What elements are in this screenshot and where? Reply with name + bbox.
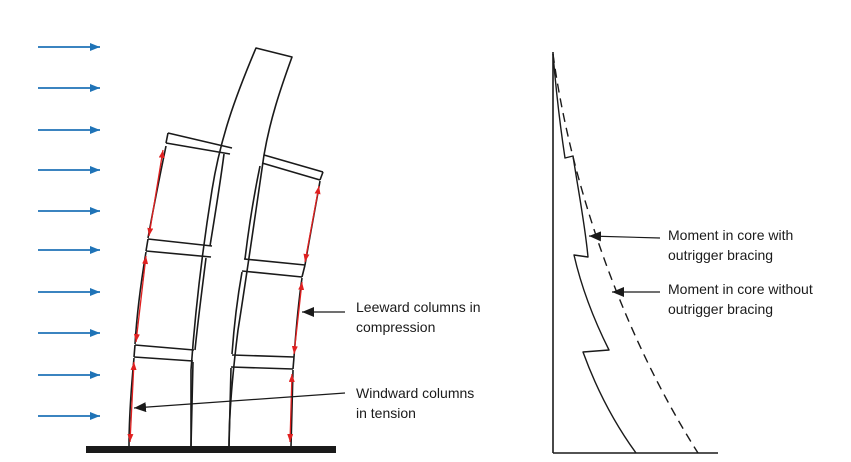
moment-with-label-line1: Moment in core with xyxy=(668,227,793,243)
windward-bay-lower xyxy=(128,357,194,448)
leeward-force-arrow xyxy=(291,281,305,355)
leeward-bay-lower xyxy=(228,367,294,448)
windward-label-line1: Windward columns xyxy=(356,385,474,401)
windward-bay-upper xyxy=(147,145,225,247)
moment-without-label: Moment in core without outrigger bracing xyxy=(668,281,817,317)
windward-force-arrow xyxy=(127,361,137,443)
outrigger-mid-ends xyxy=(145,238,306,278)
leeward-force-arrow xyxy=(303,185,321,263)
leeward-label-line2: compression xyxy=(356,319,435,335)
ground-slab xyxy=(86,446,336,453)
wind-arrows xyxy=(38,43,100,420)
windward-leader-line xyxy=(133,392,346,413)
windward-force-arrow xyxy=(147,149,165,237)
moment-leader-lines xyxy=(588,231,661,297)
outrigger-top xyxy=(165,132,324,181)
moment-without-label-line1: Moment in core without xyxy=(668,281,813,297)
outrigger-top-ends xyxy=(165,132,324,181)
leeward-bay-upper xyxy=(244,165,321,266)
leeward-label-line1: Leeward columns in xyxy=(356,299,481,315)
windward-bay-middle xyxy=(134,251,207,351)
outrigger-low xyxy=(133,344,295,370)
windward-label: Windward columns in tension xyxy=(356,385,478,421)
column-force-arrows xyxy=(127,149,321,443)
building xyxy=(86,47,336,453)
moment-diagram xyxy=(552,52,718,454)
core-shaft xyxy=(190,47,293,448)
moment-without-label-line2: outrigger bracing xyxy=(668,301,773,317)
windward-label-line2: in tension xyxy=(356,405,416,421)
outrigger-mid xyxy=(145,238,306,278)
moment-with-leader-line xyxy=(588,231,661,242)
leeward-bay-middle xyxy=(231,271,303,358)
leeward-force-arrow xyxy=(287,373,295,443)
building-leader-lines xyxy=(133,307,346,413)
moment-with-label-line2: outrigger bracing xyxy=(668,247,773,263)
outrigger-low-ends xyxy=(133,344,295,370)
leeward-label: Leeward columns in compression xyxy=(356,299,484,335)
moment-without-outrigger-curve xyxy=(552,53,699,454)
windward-force-arrow xyxy=(133,255,149,343)
moment-with-outrigger-curve xyxy=(552,53,637,454)
moment-with-label: Moment in core with outrigger bracing xyxy=(668,227,797,263)
